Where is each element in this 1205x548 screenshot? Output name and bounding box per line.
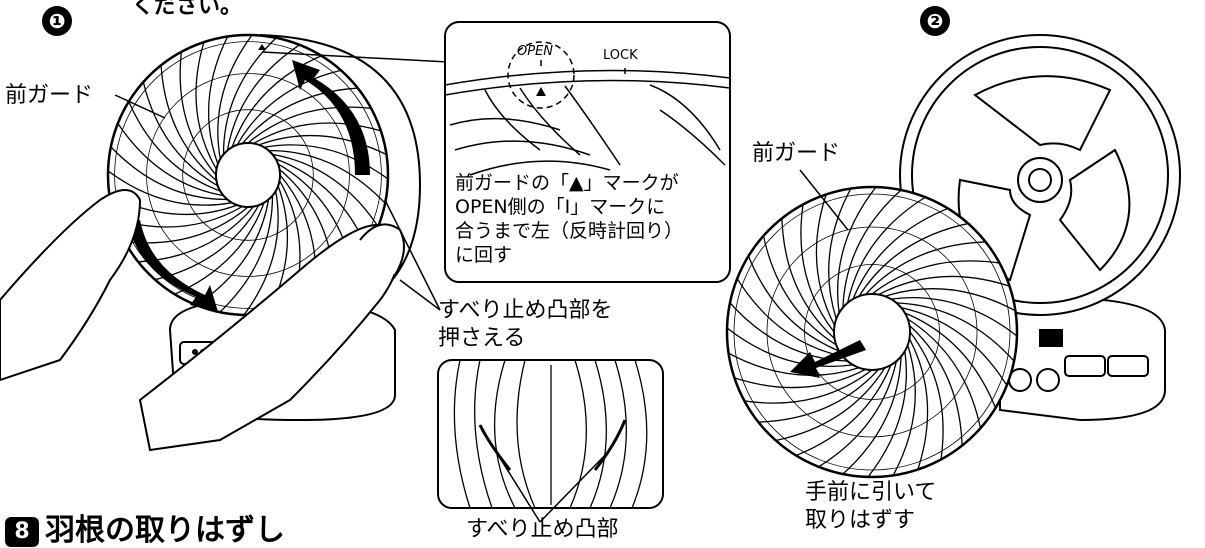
guard-blade-line xyxy=(745,249,840,352)
step2-pull-arrow xyxy=(790,340,866,378)
step2-leader-line xyxy=(799,169,849,231)
guard-blade-line xyxy=(909,331,944,466)
guard-blade-line xyxy=(852,205,955,300)
stopper-press-line-1: すべり止め凸部を xyxy=(438,298,613,323)
step2-pull-line-1: 手前に引いて xyxy=(805,480,937,505)
callout-lock-label: LOCK xyxy=(603,48,638,63)
step2-pull-line-2: 取りはずす xyxy=(805,508,916,533)
guard-blade-line xyxy=(241,87,364,144)
guard-blade-line xyxy=(815,188,836,326)
callout-instruction-line-2: OPEN側の「Ⅰ」マークに xyxy=(455,196,666,218)
guard-blade-line xyxy=(728,368,866,389)
step2-front-guard-label: 前ガード xyxy=(752,141,841,166)
guard-blade-line xyxy=(214,195,274,315)
section-title-text: 羽根の取りはずし xyxy=(45,513,285,548)
guard-blade-line xyxy=(258,134,388,158)
stopper-press-line-2: 押さえる xyxy=(438,326,526,351)
step1-rotate-arrow-top xyxy=(292,60,370,175)
guard-blade-line xyxy=(263,144,388,184)
guard-blade-line xyxy=(878,275,1016,296)
guard-blade-line xyxy=(239,190,279,315)
guard-blade-line xyxy=(253,122,387,145)
guard-blade-line xyxy=(222,35,282,155)
guard-ring xyxy=(182,109,314,241)
step1-front-guard-label: 前ガード xyxy=(5,83,94,108)
callout-instruction-line-4: に回す xyxy=(455,244,513,266)
step1-leader-lines xyxy=(114,51,449,311)
guard-blade-line xyxy=(247,106,378,144)
guard-blade-line xyxy=(141,75,219,187)
callout-instruction-line-3: 合うまで左（反時計回り） xyxy=(455,220,684,242)
section-number-badge: 8 xyxy=(5,516,39,547)
header-text: ください。 xyxy=(132,0,243,19)
stopper-label: すべり止め凸部 xyxy=(466,517,619,542)
guard-blade-line xyxy=(828,187,855,320)
step1-number-badge: ❶ xyxy=(42,6,72,36)
stopper-inset-box xyxy=(437,359,664,509)
guard-ring xyxy=(804,264,940,400)
guard-blade-line xyxy=(236,68,348,146)
guard-blade-line xyxy=(217,35,257,160)
guard-blade-line xyxy=(890,296,1017,341)
guard-blade-line xyxy=(863,350,908,477)
guard-blade-line xyxy=(179,45,217,176)
guard-blade-line xyxy=(908,324,963,452)
guard-blade-line xyxy=(195,36,218,170)
guard-blade-line xyxy=(272,153,382,233)
guard-blade-line xyxy=(884,288,1017,315)
guard-blade-line xyxy=(231,52,328,148)
guard-ring xyxy=(146,73,350,277)
guard-blade-line xyxy=(769,367,886,443)
guard-ring xyxy=(733,193,1011,471)
guard-blade-line xyxy=(871,260,1006,295)
callout-open-label: OPEN xyxy=(517,44,554,59)
guard-blade-line xyxy=(836,187,881,314)
step2-number-badge: ❷ xyxy=(920,6,950,36)
guard-blade-line xyxy=(896,302,1017,367)
guard-blade-line xyxy=(907,318,983,435)
guard-blade-line xyxy=(908,338,929,476)
guard-blade-line xyxy=(858,221,975,297)
guard-blade-line xyxy=(738,369,873,404)
guard-blade-line xyxy=(800,198,835,333)
guard-blade-line xyxy=(207,35,231,165)
guard-blade-line xyxy=(114,117,224,197)
callout-box xyxy=(444,21,731,283)
guard-blade-line xyxy=(125,95,221,192)
guard-blade-line xyxy=(812,360,898,471)
guard-blade-line xyxy=(733,272,844,358)
callout-instruction-line-1: 前ガードの「▲」マークが xyxy=(455,172,679,194)
guard-blade-line xyxy=(108,166,233,206)
guard-blade-line xyxy=(268,149,388,209)
guard-blade-line xyxy=(761,229,837,346)
guard-blade-line xyxy=(226,41,306,151)
stopper-leader-lines xyxy=(494,449,611,523)
guard-blade-line xyxy=(864,241,992,296)
guard-blade-line xyxy=(846,193,932,304)
guard-blade-line xyxy=(842,187,907,308)
guard-blade-line xyxy=(889,344,916,477)
guard-blade-line xyxy=(160,59,217,182)
guard-blade-line xyxy=(781,212,836,340)
guard-blade-line xyxy=(727,349,860,376)
guard-blade-line xyxy=(108,141,228,201)
guard-blade-line xyxy=(900,306,1011,392)
step1-open-mark xyxy=(258,44,266,50)
guard-blade-line xyxy=(727,323,854,368)
guard-blade-line xyxy=(837,356,902,477)
step2-front-guard xyxy=(725,185,1019,479)
guard-blade-line xyxy=(789,364,892,459)
guard-ring xyxy=(766,226,978,438)
guard-blade-line xyxy=(752,368,880,423)
guard-blade-line xyxy=(904,312,999,415)
guard-ring xyxy=(114,41,382,309)
